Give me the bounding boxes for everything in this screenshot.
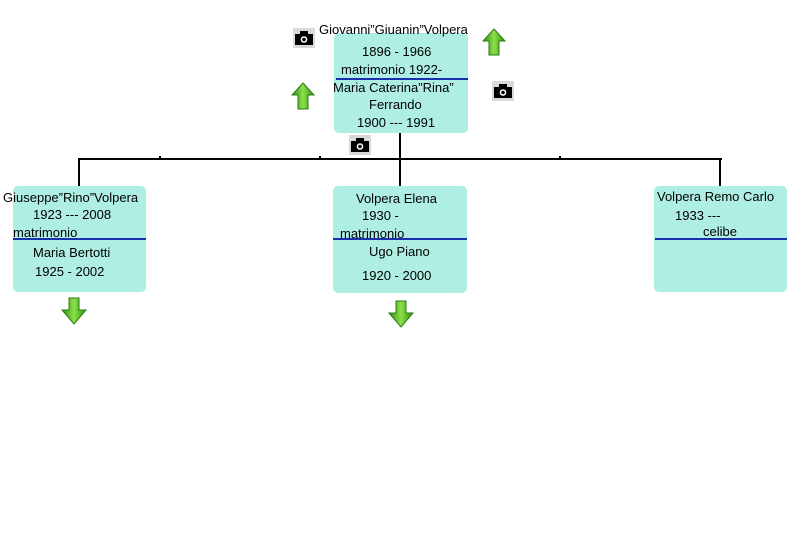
root-spouse-name: Maria Caterina”Rina” — [333, 80, 454, 95]
child-3-years: 1933 --- — [675, 208, 721, 223]
child-1-spouse-years: 1925 - 2002 — [35, 264, 105, 279]
green-up-arrow-icon[interactable] — [482, 28, 506, 56]
green-up-arrow-icon[interactable] — [291, 82, 315, 110]
child-1-name: Giuseppe”Rino”Volpera — [3, 190, 139, 205]
camera-icon[interactable] — [492, 81, 514, 101]
root-name: Giovanni”Giuanin”Volpera — [319, 22, 468, 37]
connector-tick — [159, 156, 161, 158]
child-3-status: celibe — [703, 224, 737, 239]
root-marriage: matrimonio 1922- — [341, 62, 443, 77]
child-1-marriage: matrimonio — [13, 225, 78, 240]
child-2-years: 1930 - — [362, 208, 399, 223]
child-3-name: Volpera Remo Carlo — [657, 189, 775, 204]
child-2-name: Volpera Elena — [356, 191, 437, 206]
child-2-connector — [399, 158, 401, 186]
root-person-box[interactable] — [334, 33, 468, 133]
child-2-spouse-years: 1920 - 2000 — [362, 268, 432, 283]
child-2-marriage: matrimonio — [340, 226, 405, 241]
root-down-connector — [399, 132, 401, 160]
child-1-spouse-name: Maria Bertotti — [33, 245, 111, 260]
child-1-separator — [13, 238, 146, 240]
child-1-connector — [78, 158, 80, 186]
child-3-separator — [655, 238, 787, 240]
root-spouse-years: 1900 --- 1991 — [357, 115, 436, 130]
child-2-spouse-name: Ugo Piano — [369, 244, 430, 259]
child-2-separator — [333, 238, 467, 240]
green-down-arrow-icon[interactable] — [61, 297, 87, 325]
connector-tick — [559, 156, 561, 158]
root-spouse-surname: Ferrando — [369, 97, 422, 112]
root-years: 1896 - 1966 — [362, 44, 432, 59]
child-3-connector — [719, 158, 721, 186]
child-1-years: 1923 --- 2008 — [33, 207, 112, 222]
connector-tick — [319, 156, 321, 158]
root-separator — [336, 78, 468, 80]
green-down-arrow-icon[interactable] — [388, 300, 414, 328]
camera-icon[interactable] — [349, 135, 371, 155]
camera-icon[interactable] — [293, 28, 315, 48]
